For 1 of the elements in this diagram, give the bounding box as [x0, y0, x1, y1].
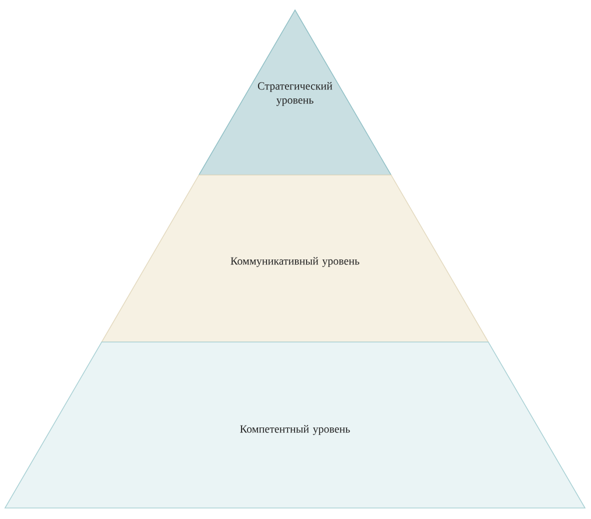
pyramid-level: Коммуникативный уровень — [101, 174, 489, 342]
